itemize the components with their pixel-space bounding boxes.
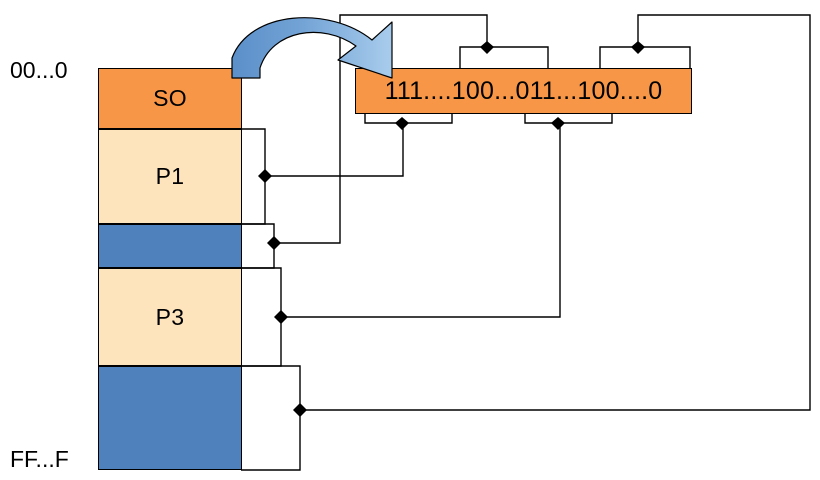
wire-block2-to-bit2 <box>274 14 488 244</box>
wire-marker-group <box>258 41 645 417</box>
wire-p3-to-bit3 <box>281 123 561 318</box>
bracket-block4 <box>241 365 301 471</box>
bitstring-bottom-bracket-1 <box>364 114 453 124</box>
wire-block4-to-bit4 <box>300 14 811 411</box>
diamond-marker-bit-bottom-1 <box>395 117 409 130</box>
memory-block-label: P3 <box>155 303 185 330</box>
memory-block-free-2[interactable] <box>98 366 242 470</box>
bitstring-top-bracket-2 <box>599 46 691 68</box>
diamond-marker-block4 <box>293 403 307 417</box>
address-label-bottom: FF...F <box>10 446 69 472</box>
bracket-block2 <box>241 223 275 269</box>
address-label-top: 00...0 <box>10 57 68 83</box>
memory-block-so[interactable]: SO <box>98 68 242 129</box>
wire-p1-to-bit1 <box>265 123 404 177</box>
diamond-marker-p1 <box>258 169 272 183</box>
memory-block-label: P1 <box>155 163 185 189</box>
diamond-marker-block2 <box>267 236 281 250</box>
memory-block-p1[interactable]: P1 <box>98 129 242 224</box>
bitstring-bottom-bracket-2 <box>524 114 613 124</box>
bitstring-box[interactable]: 111....100...011...100....0 <box>355 68 692 114</box>
bitstring-top-bracket-1 <box>459 46 549 68</box>
bitstring-value: 111....100...011...100....0 <box>384 76 663 105</box>
memory-block-free-1[interactable] <box>98 224 242 268</box>
diamond-marker-bit-top-1 <box>480 41 494 54</box>
memory-block-p3[interactable]: P3 <box>98 268 242 366</box>
diamond-marker-p3 <box>274 310 288 324</box>
memory-block-label: SO <box>153 85 187 111</box>
diamond-marker-bit-bottom-2 <box>551 117 565 130</box>
diamond-marker-bit-top-2 <box>631 41 645 54</box>
